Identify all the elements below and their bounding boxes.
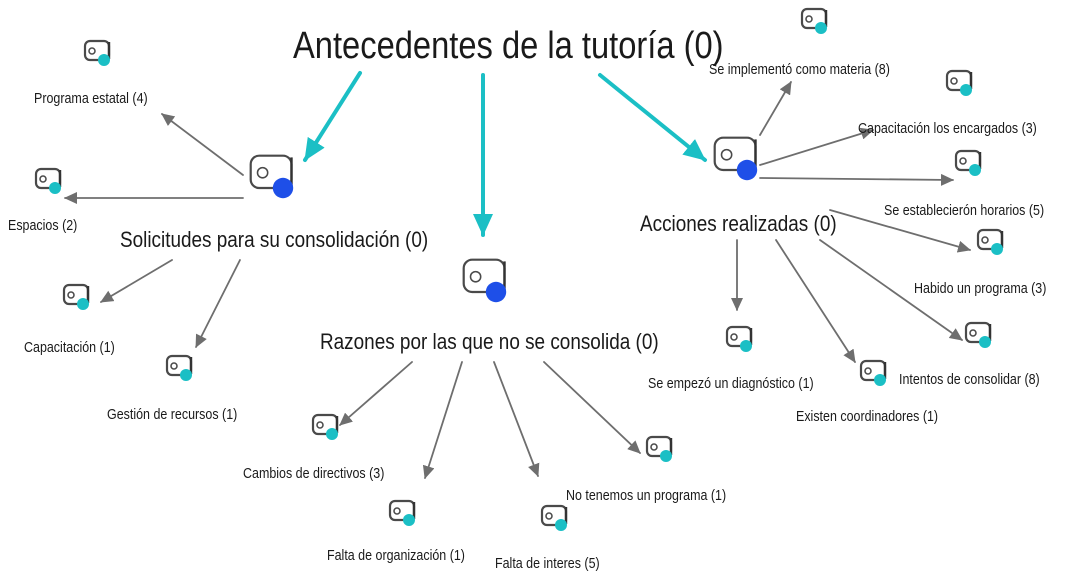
category-icon-solicitudes [249, 154, 294, 199]
edge-razones-organizacion [422, 361, 463, 479]
leaf-icon-capacitacion-encargados [945, 69, 973, 96]
category-label-acciones: Acciones realizadas (0) [640, 211, 837, 236]
leaf-label-implemento-materia: Se implementó como materia (8) [709, 62, 890, 78]
leaf-icon-cambios-directivos [311, 413, 339, 440]
leaf-label-capacitacion: Capacitación (1) [24, 340, 115, 356]
leaf-label-espacios: Espacios (2) [8, 218, 78, 234]
edge-solicitudes-programa-estatal [161, 113, 244, 176]
edge-acciones-coordinadores [775, 239, 856, 363]
edge-acciones-intentos [819, 239, 963, 341]
edge-acciones-horarios [759, 173, 954, 186]
edge-acciones-habido [829, 209, 971, 253]
leaf-icon-existen-coordinadores [859, 359, 887, 386]
leaf-label-establecieron-horarios: Se establecierón horarios (5) [884, 203, 1045, 219]
leaf-label-intentos-consolidar: Intentos de consolidar (8) [899, 372, 1040, 388]
leaf-icon-implemento-materia [800, 7, 828, 34]
leaf-icon-espacios [34, 167, 62, 194]
leaf-icon-gestion-recursos [165, 354, 193, 381]
leaf-icon-falta-organizacion [388, 499, 416, 526]
leaf-label-existen-coordinadores: Existen coordinadores (1) [796, 409, 939, 425]
edge-acciones-materia [759, 81, 792, 136]
edge-razones-interes [493, 361, 540, 477]
leaf-icon-intentos-consolidar [964, 321, 992, 348]
leaf-label-no-tenemos-programa: No tenemos un programa (1) [566, 488, 727, 504]
leaf-icon-empezo-diagnostico [725, 325, 753, 352]
leaf-icon-programa-estatal [83, 39, 111, 66]
category-label-razones: Razones por las que no se consolida (0) [320, 329, 659, 354]
category-label-solicitudes: Solicitudes para su consolidación (0) [120, 227, 429, 252]
category-icon-razones [462, 258, 507, 303]
leaf-icon-no-tenemos-programa [645, 435, 673, 462]
edge-root-solicitudes [303, 71, 362, 162]
edge-root-acciones [598, 73, 707, 162]
edge-razones-no-tenemos [543, 361, 641, 454]
edge-solicitudes-capacitacion [100, 259, 173, 303]
leaf-label-programa-estatal: Programa estatal (4) [34, 91, 148, 107]
root-node-label: Antecedentes de la tutoría (0) [293, 25, 724, 67]
edge-solicitudes-gestion [195, 259, 241, 348]
leaf-label-cambios-directivos: Cambios de directivos (3) [243, 466, 385, 482]
leaf-icon-capacitacion [62, 283, 90, 310]
leaf-label-falta-interes: Falta de interes (5) [495, 556, 600, 572]
leaf-label-capacitacion-encargados: Capacitación los encargados (3) [858, 121, 1037, 137]
leaf-label-falta-organizacion: Falta de organización (1) [327, 548, 465, 564]
leaf-icon-habido-programa [976, 228, 1004, 255]
category-icon-acciones [713, 136, 758, 181]
leaf-label-gestion-recursos: Gestión de recursos (1) [107, 407, 238, 423]
leaf-icon-establecieron-horarios [954, 149, 982, 176]
edge-acciones-encargados [759, 127, 874, 166]
leaf-label-empezo-diagnostico: Se empezó un diagnóstico (1) [648, 376, 814, 392]
leaf-icon-falta-interes [540, 504, 568, 531]
leaf-label-habido-programa: Habido un programa (3) [914, 281, 1047, 297]
edge-razones-cambios [339, 361, 413, 426]
